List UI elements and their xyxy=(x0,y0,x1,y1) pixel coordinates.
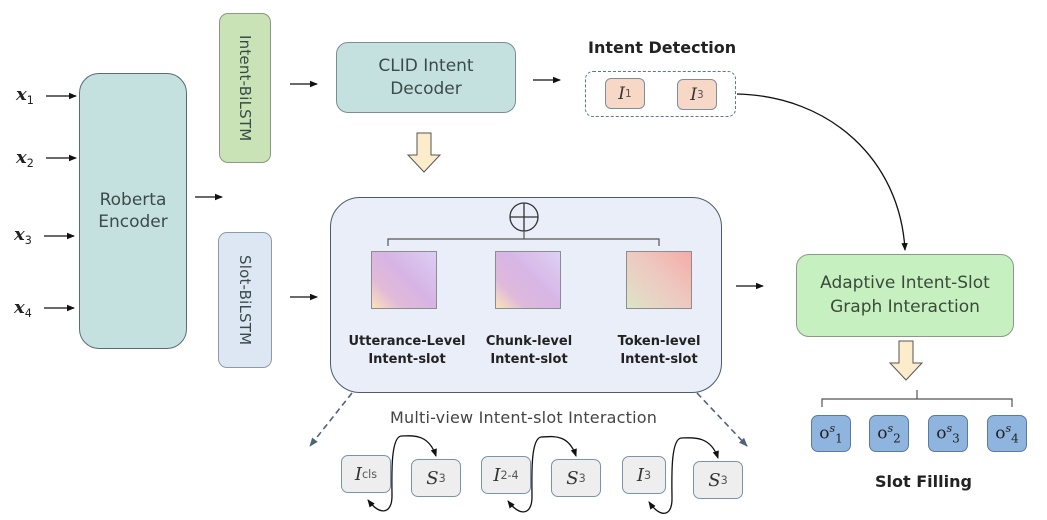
block-arrow-graph xyxy=(888,340,924,381)
token-level-map xyxy=(626,251,692,309)
arrow-intent-to-graph xyxy=(736,93,908,251)
graph-interaction-module: Adaptive Intent-Slot Graph Interaction xyxy=(796,254,1014,337)
intent-bilstm: Intent-BiLSTM xyxy=(219,13,271,163)
decoder-label-line2: Decoder xyxy=(390,78,462,99)
output-bracket xyxy=(821,390,1013,407)
slot-output-2: os2 xyxy=(869,415,909,452)
slot-output-1: os1 xyxy=(811,415,851,452)
intent-bilstm-label: Intent-BiLSTM xyxy=(236,34,254,142)
chunk-level-map xyxy=(495,251,561,309)
encoder-label-line2: Encoder xyxy=(98,212,168,232)
input-x2: x2 xyxy=(16,147,34,170)
encoder-label-line1: Roberta xyxy=(99,189,167,210)
slot-output-3: os3 xyxy=(928,415,968,452)
slot-bilstm-label: Slot-BiLSTM xyxy=(236,254,254,346)
input-x4: x4 xyxy=(14,297,32,320)
decoder-label-line1: CLID Intent xyxy=(378,55,474,76)
intent-detection-group xyxy=(585,71,736,117)
block-arrow-decoder xyxy=(406,132,442,173)
intent-detection-title: Intent Detection xyxy=(588,38,737,57)
graph-label-line2: Graph Interaction xyxy=(830,296,980,317)
utterance-level-map xyxy=(371,251,437,309)
clid-intent-decoder: CLID Intent Decoder xyxy=(336,42,516,113)
input-x3: x3 xyxy=(14,224,32,247)
slot-filling-title: Slot Filling xyxy=(875,472,972,491)
multiview-caption: Multi-view Intent-slot Interaction xyxy=(390,408,658,427)
slot-bilstm: Slot-BiLSTM xyxy=(218,232,272,368)
dashed-arrow-right xyxy=(696,392,748,447)
graph-label-line1: Adaptive Intent-Slot xyxy=(820,272,990,293)
input-x1: x1 xyxy=(16,84,34,107)
slot-output-4: os4 xyxy=(987,415,1027,452)
dashed-arrow-left xyxy=(309,392,353,447)
roberta-encoder: Roberta Encoder xyxy=(79,73,187,349)
